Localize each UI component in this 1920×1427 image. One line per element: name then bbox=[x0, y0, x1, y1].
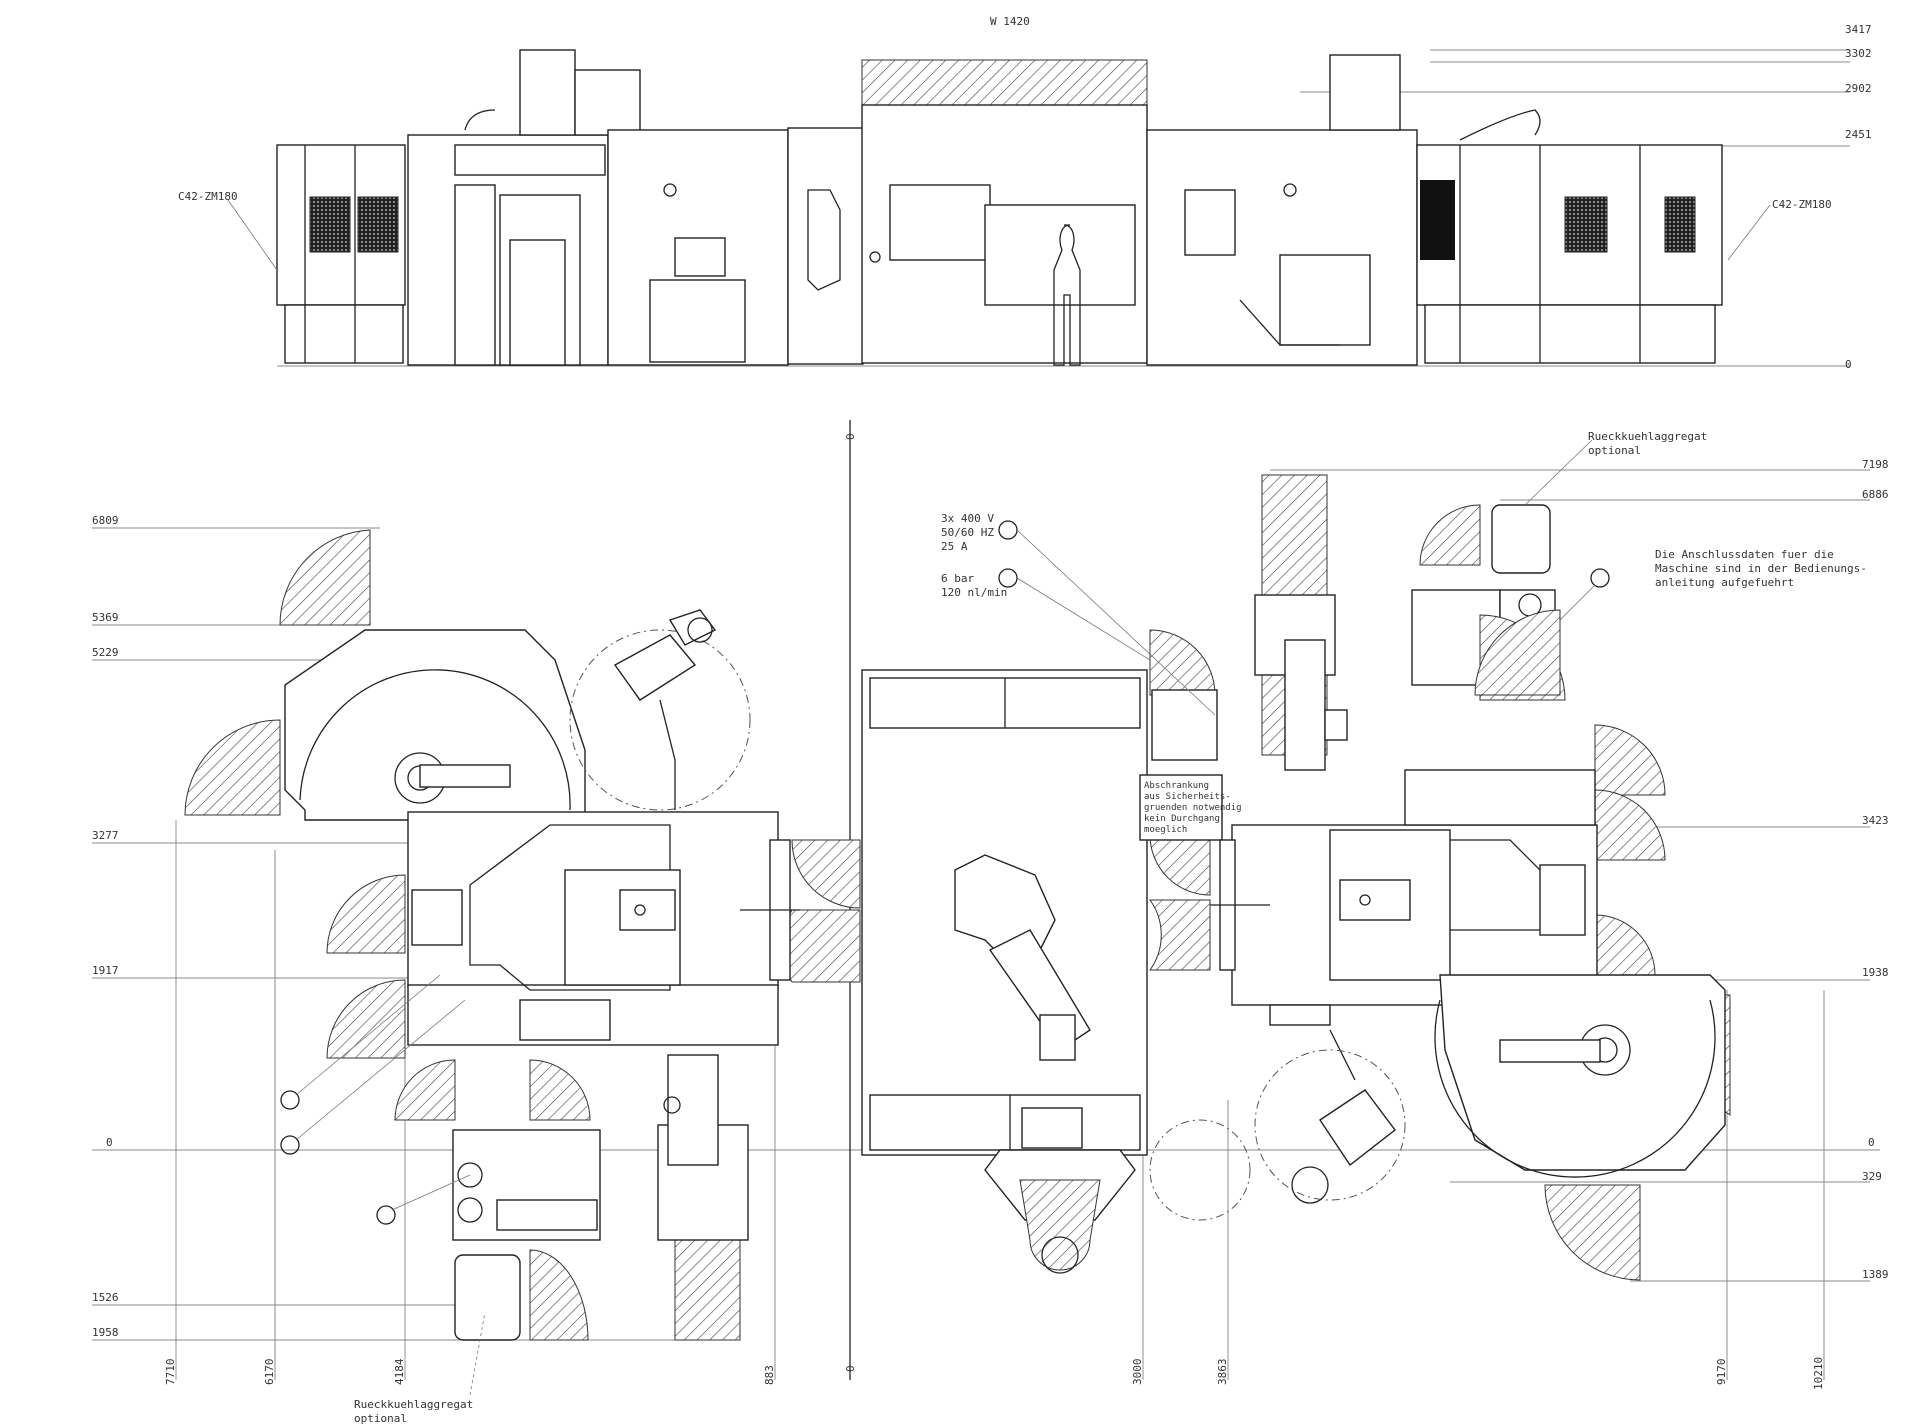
chiller-top-line1: Rueckkuehlaggregat bbox=[1588, 430, 1707, 443]
plan-right-dims: 7198 6886 3423 1938 0 329 1389 bbox=[1270, 458, 1889, 1282]
right-machine-plan bbox=[1210, 769, 1598, 1204]
plan-dim-3277: 3277 bbox=[92, 829, 119, 842]
power-supply-note: 3x 400 V 50/60 HZ 25 A bbox=[941, 512, 1216, 716]
right-tool-magazine bbox=[1434, 974, 1726, 1178]
air-note-flow: 120 nl/min bbox=[941, 586, 1007, 599]
height-dim-0: 0 bbox=[1845, 358, 1852, 371]
barrier-note: Abschrankung aus Sicherheits- gruenden n… bbox=[1139, 774, 1242, 841]
barrier-note-line4: kein Durchgang bbox=[1144, 814, 1220, 824]
plan-dim-7198: 7198 bbox=[1862, 458, 1889, 471]
chiller-top-line2: optional bbox=[1588, 444, 1641, 457]
left-tool-magazine bbox=[284, 629, 586, 821]
barrier-note-line3: gruenden notwendig bbox=[1144, 803, 1242, 813]
plan-dim-6170: 6170 bbox=[263, 1359, 276, 1386]
elevation-top-label: W 1420 bbox=[990, 15, 1030, 28]
connection-note-line1: Die Anschlussdaten fuer die bbox=[1655, 548, 1834, 561]
plan-dim-0-left: 0 bbox=[106, 1136, 113, 1149]
left-machine-label: C42-ZM180 bbox=[178, 190, 238, 203]
air-connection-icon bbox=[998, 568, 1018, 588]
plan-dim-1526: 1526 bbox=[92, 1291, 119, 1304]
barrier-note-line2: aus Sicherheits- bbox=[1144, 792, 1231, 802]
plan-dim-7710: 7710 bbox=[164, 1359, 177, 1386]
electrical-connection-icon bbox=[998, 520, 1018, 540]
height-dim-2902: 2902 bbox=[1845, 82, 1872, 95]
guard-panel bbox=[787, 127, 864, 365]
human-figure bbox=[1053, 224, 1081, 366]
power-note-current: 25 A bbox=[941, 540, 968, 553]
plan-dim-3000: 3000 bbox=[1131, 1359, 1144, 1386]
power-note-frequency: 50/60 HZ bbox=[941, 526, 994, 539]
plan-dim-329: 329 bbox=[1862, 1170, 1882, 1183]
left-electrical-cabinet bbox=[276, 144, 406, 364]
plan-dim-5369: 5369 bbox=[92, 611, 119, 624]
connection-symbol bbox=[280, 1090, 300, 1110]
robot-cell-plan bbox=[861, 629, 1251, 1274]
connection-note-line2: Maschine sind in der Bedienungs- bbox=[1655, 562, 1867, 575]
right-machine-elevation bbox=[1146, 54, 1418, 366]
plan-view: 6809 5369 5229 3277 1917 0 1526 1958 719… bbox=[92, 420, 1889, 1425]
plan-dim-1938: 1938 bbox=[1862, 966, 1889, 979]
barrier-note-line5: moeglich bbox=[1144, 825, 1187, 835]
left-machine-plan bbox=[407, 811, 800, 1046]
elevation-view: W 1420 3417 3302 2902 2451 0 C42-ZM180 bbox=[178, 15, 1872, 371]
power-note-voltage: 3x 400 V bbox=[941, 512, 994, 525]
plan-dim-1389: 1389 bbox=[1862, 1268, 1889, 1281]
left-loader-arm bbox=[569, 609, 751, 811]
plan-dim-6809: 6809 bbox=[92, 514, 119, 527]
plan-dim-3423: 3423 bbox=[1862, 814, 1889, 827]
connection-note-line3: anleitung aufgefuehrt bbox=[1655, 576, 1794, 589]
plan-dim-0-top: 0 bbox=[844, 433, 857, 440]
right-electrical-cabinet bbox=[1416, 109, 1723, 364]
plan-dim-3863: 3863 bbox=[1216, 1359, 1229, 1386]
right-machine-label: C42-ZM180 bbox=[1772, 198, 1832, 211]
height-dim-3417: 3417 bbox=[1845, 23, 1872, 36]
plan-dim-0-bottom: 0 bbox=[844, 1365, 857, 1372]
robot-cell-elevation bbox=[861, 59, 1148, 366]
left-machine-elevation bbox=[407, 49, 789, 366]
plan-dim-4184: 4184 bbox=[393, 1358, 406, 1385]
plan-dim-5229: 5229 bbox=[92, 646, 119, 659]
air-note-pressure: 6 bar bbox=[941, 572, 974, 585]
height-dim-2451: 2451 bbox=[1845, 128, 1872, 141]
plan-dim-883: 883 bbox=[763, 1365, 776, 1385]
barrier-note-line1: Abschrankung bbox=[1144, 781, 1209, 791]
chiller-bottom-line1: Rueckkuehlaggregat bbox=[354, 1398, 473, 1411]
height-dim-3302: 3302 bbox=[1845, 47, 1872, 60]
left-chiller bbox=[454, 1254, 521, 1341]
plan-dim-10210: 10210 bbox=[1812, 1357, 1825, 1390]
chiller-bottom-line2: optional bbox=[354, 1412, 407, 1425]
right-wall bbox=[1254, 474, 1348, 771]
right-chiller bbox=[1491, 504, 1551, 574]
compressed-air-note: 6 bar 120 nl/min bbox=[941, 568, 1151, 661]
left-aux-units bbox=[280, 974, 749, 1341]
plan-dim-0-right: 0 bbox=[1868, 1136, 1875, 1149]
plan-dim-6886: 6886 bbox=[1862, 488, 1889, 501]
plan-dim-1958: 1958 bbox=[92, 1326, 119, 1339]
plan-dim-1917: 1917 bbox=[92, 964, 119, 977]
plan-dim-9170: 9170 bbox=[1715, 1359, 1728, 1386]
